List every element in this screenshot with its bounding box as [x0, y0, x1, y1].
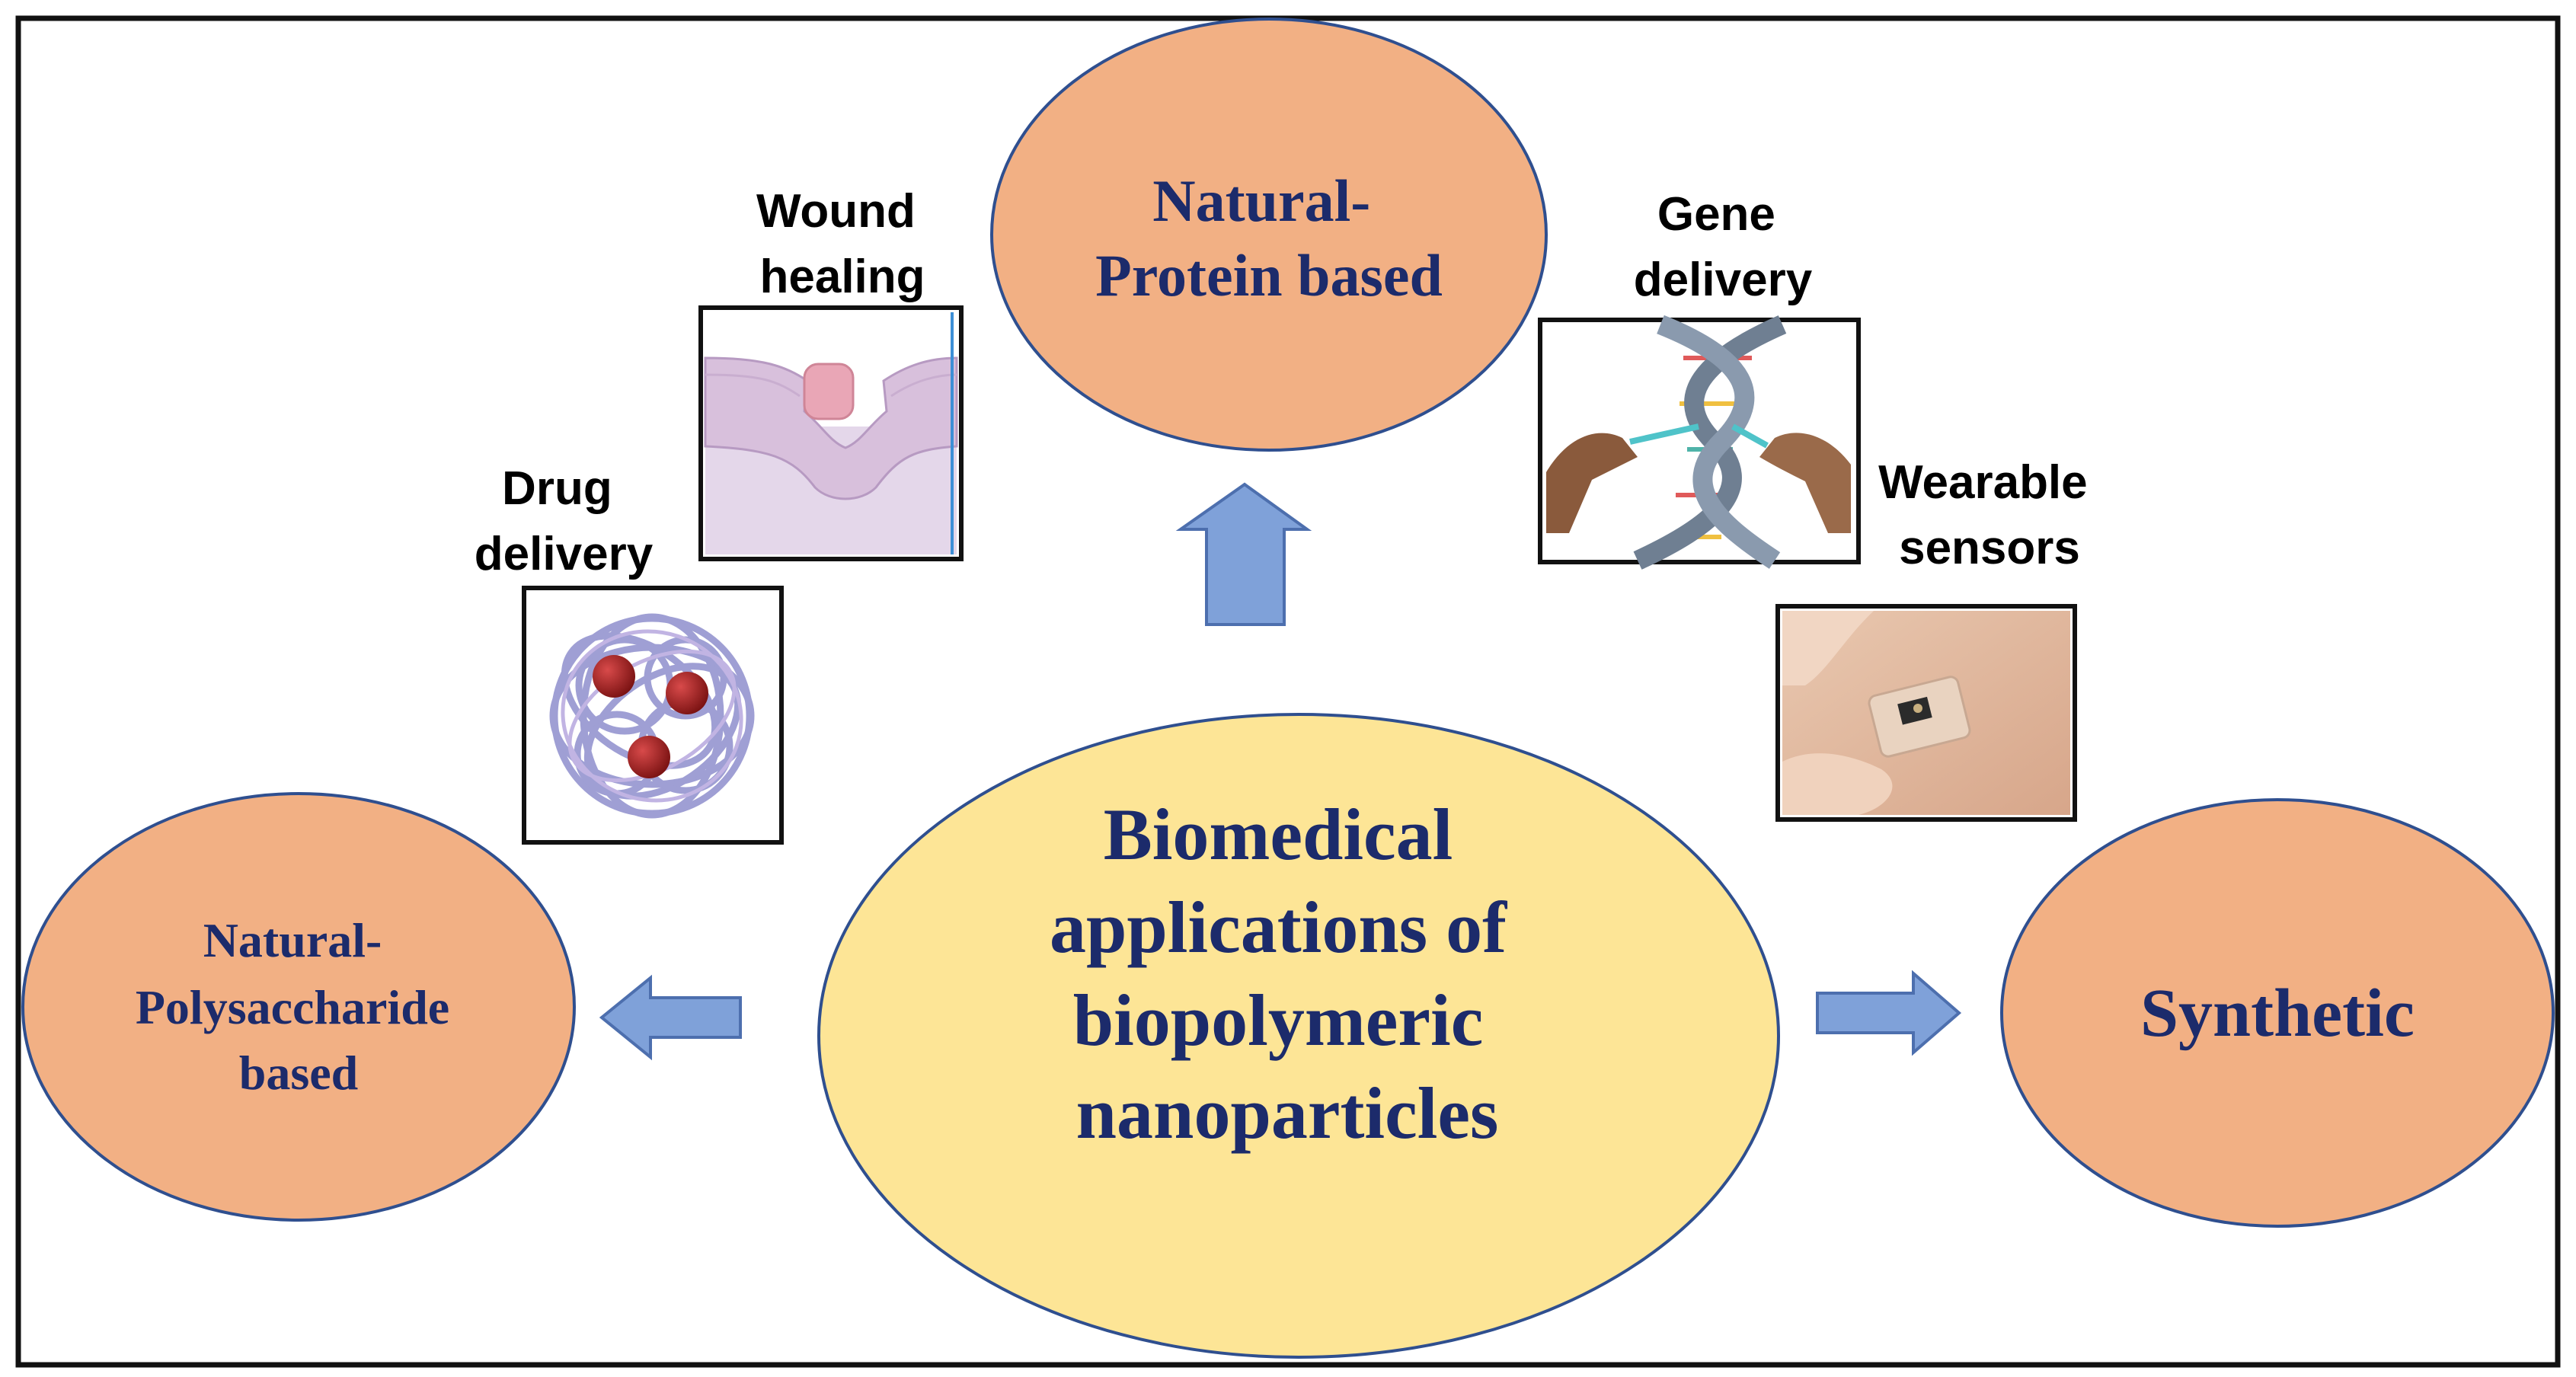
node-synthetic-ellipse: [2000, 798, 2555, 1228]
label-drug-delivery-line-1: Drug: [502, 462, 612, 515]
gene-delivery-image: [1538, 315, 1861, 570]
svg-text:Synthetic: Synthetic: [2140, 976, 2415, 1051]
arrow-left: [599, 974, 742, 1061]
node-protein-line-2: Protein based: [1095, 242, 1443, 308]
label-wound-healing-line-1: Wound: [756, 185, 916, 238]
label-drug-delivery-line-2: delivery: [475, 528, 654, 580]
drug-delivery-image: [522, 586, 784, 845]
node-polysaccharide-line-1: Natural-: [203, 913, 382, 967]
node-polysaccharide-line-3: based: [239, 1046, 359, 1100]
label-gene-delivery-line-2: delivery: [1634, 254, 1813, 306]
node-synthetic: Synthetic: [2000, 798, 2555, 1228]
svg-text:Natural- Protein based: Natural- Protein based: [1095, 168, 1443, 308]
svg-text:Natural- Polysaccharide: Natural- Polysaccharide based: [136, 913, 462, 1100]
center-ellipse: [817, 713, 1780, 1359]
node-polysaccharide-line-2: Polysaccharide: [136, 980, 449, 1034]
label-wound-healing-line-2: healing: [759, 251, 925, 303]
label-gene-delivery-line-1: Gene: [1657, 188, 1775, 241]
svg-text:Gene delivery: Gene delivery: [1634, 188, 1813, 306]
node-protein-ellipse: [990, 18, 1548, 452]
center-title-line-2: applications of: [1050, 887, 1507, 968]
wearable-sensors-image: [1775, 604, 2077, 822]
label-wearable-sensors-line-1: Wearable: [1878, 456, 2088, 509]
center-title-line-1: Biomedical: [1104, 794, 1453, 875]
center-node: Biomedical applications of biopolymeric …: [817, 713, 1780, 1359]
node-polysaccharide-ellipse: [21, 792, 576, 1222]
arrow-up: [1175, 482, 1312, 626]
wound-healing-image: [698, 305, 964, 561]
arrow-right: [1816, 970, 1962, 1056]
node-polysaccharide: Natural- Polysaccharide based: [21, 792, 576, 1222]
svg-text:Drug delivery: Drug delivery: [475, 462, 654, 580]
center-title-line-3: biopolymeric: [1073, 979, 1484, 1061]
node-synthetic-line-1: Synthetic: [2140, 976, 2415, 1051]
center-title-line-4: nanoparticles: [1076, 1072, 1499, 1154]
node-protein: Natural- Protein based: [990, 18, 1548, 452]
node-protein-line-1: Natural-: [1152, 168, 1370, 234]
label-wearable-sensors-line-2: sensors: [1899, 522, 2080, 574]
svg-text:Wearable sensors: Wearable sensors: [1878, 456, 2101, 574]
svg-text:Biomedical applications: Biomedical applications of biopolymeric …: [1050, 794, 1525, 1154]
svg-text:Wound healing: Wound healing: [756, 185, 928, 303]
